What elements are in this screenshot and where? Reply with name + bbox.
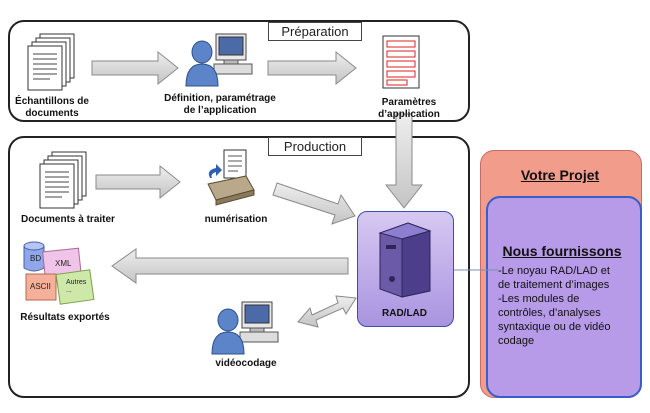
- export-autres-line-2: ...: [66, 287, 72, 294]
- definition-label-line-1: Définition, paramétrage: [164, 93, 276, 104]
- video-coding-label: vidéocodage: [215, 358, 277, 369]
- params-label: Paramètres d’application: [378, 97, 440, 120]
- server-icon: [378, 222, 432, 298]
- export-xml-label: XML: [55, 259, 72, 268]
- arrow-samples-to-definition: [91, 50, 179, 86]
- rad-lad-label: RAD/LAD: [382, 308, 427, 319]
- project-line-1: -Le noyau RAD/LAD et: [498, 265, 610, 277]
- arrow-rad-to-results: [111, 248, 349, 284]
- project-line-4: contrôles, d’analyses: [498, 307, 601, 319]
- arrow-scan-to-rad: [272, 182, 356, 225]
- arrow-definition-to-params: [267, 50, 357, 86]
- arrow-documents-to-scan: [95, 164, 181, 200]
- project-line-5: syntaxique ou de vidéo: [498, 321, 611, 333]
- samples-label-line-1: Échantillons de: [15, 96, 89, 107]
- documents-label: Documents à traiter: [21, 214, 115, 225]
- export-ascii-label: ASCII: [30, 282, 51, 291]
- export-bd-label: BD: [30, 254, 42, 263]
- samples-label: Échantillons de documents: [6, 96, 98, 120]
- document-stack-icon: [27, 33, 75, 91]
- preparation-title: Préparation: [268, 22, 362, 41]
- project-line-3: -Les modules de: [498, 293, 580, 305]
- export-autres-label: Autres ...: [66, 279, 86, 295]
- samples-label-line-2: documents: [25, 108, 79, 119]
- project-subtitle: Nous fournissons: [502, 243, 622, 259]
- export-autres-line-1: Autres: [66, 279, 87, 286]
- results-label: Résultats exportés: [20, 312, 110, 323]
- production-title: Production: [268, 137, 362, 156]
- project-line-2: de traitement d’images: [498, 279, 610, 291]
- arrow-params-to-rad: [384, 113, 424, 209]
- video-coding-user-icon: [211, 301, 279, 355]
- project-inner-box: [486, 196, 642, 398]
- params-document-icon: [382, 35, 420, 89]
- documents-to-process-icon: [39, 151, 87, 209]
- scan-label: numérisation: [204, 214, 268, 225]
- project-description: -Le noyau RAD/LAD et de traitement d’ima…: [498, 264, 636, 348]
- project-line-6: codage: [498, 335, 535, 347]
- exports-icon: [23, 241, 95, 305]
- scanner-icon: [207, 149, 255, 206]
- arrow-rad-video: [297, 295, 357, 328]
- project-title: Votre Projet: [520, 167, 600, 183]
- definition-label: Définition, paramétrage de l’application: [158, 93, 282, 117]
- definition-label-line-2: de l’application: [183, 105, 257, 116]
- user-computer-icon: [185, 33, 253, 87]
